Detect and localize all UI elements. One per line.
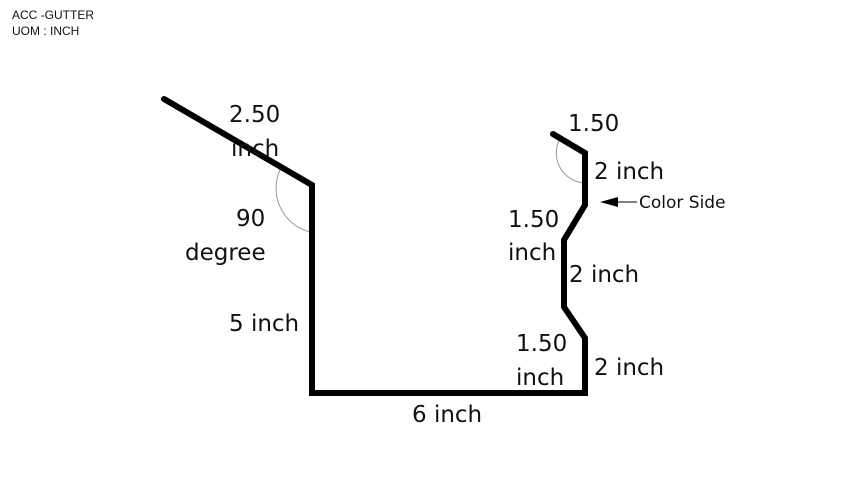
- left-angle-arc: [275, 165, 311, 233]
- drawing-title: ACC -GUTTER: [12, 8, 94, 22]
- color-side-label: Color Side: [639, 193, 726, 213]
- left-flange-unit: inch: [231, 136, 279, 162]
- left-angle-value: 90: [236, 206, 265, 232]
- color-side-arrow-head: [600, 197, 618, 207]
- right-lower-wall-label: 2 inch: [594, 355, 664, 381]
- left-flange-value: 2.50: [229, 102, 280, 128]
- right-lower-offset-value: 1.50: [516, 331, 567, 357]
- right-upper-offset-value: 1.50: [508, 207, 559, 233]
- right-hem-label: 1.50: [568, 111, 619, 137]
- unit-of-measure: UOM : INCH: [12, 24, 80, 38]
- left-angle-unit: degree: [185, 240, 266, 266]
- left-wall-label: 5 inch: [229, 311, 299, 337]
- right-upper-offset-unit: inch: [508, 240, 556, 266]
- bottom-label: 6 inch: [412, 402, 482, 428]
- right-mid-wall-label: 2 inch: [569, 262, 639, 288]
- gutter-profile-line: [161, 96, 588, 396]
- right-upper-wall-label: 2 inch: [594, 159, 664, 185]
- right-lower-offset-unit: inch: [516, 365, 564, 391]
- right-hem-angle-arc: [555, 136, 585, 184]
- drawing-header: ACC -GUTTER UOM : INCH: [12, 7, 94, 39]
